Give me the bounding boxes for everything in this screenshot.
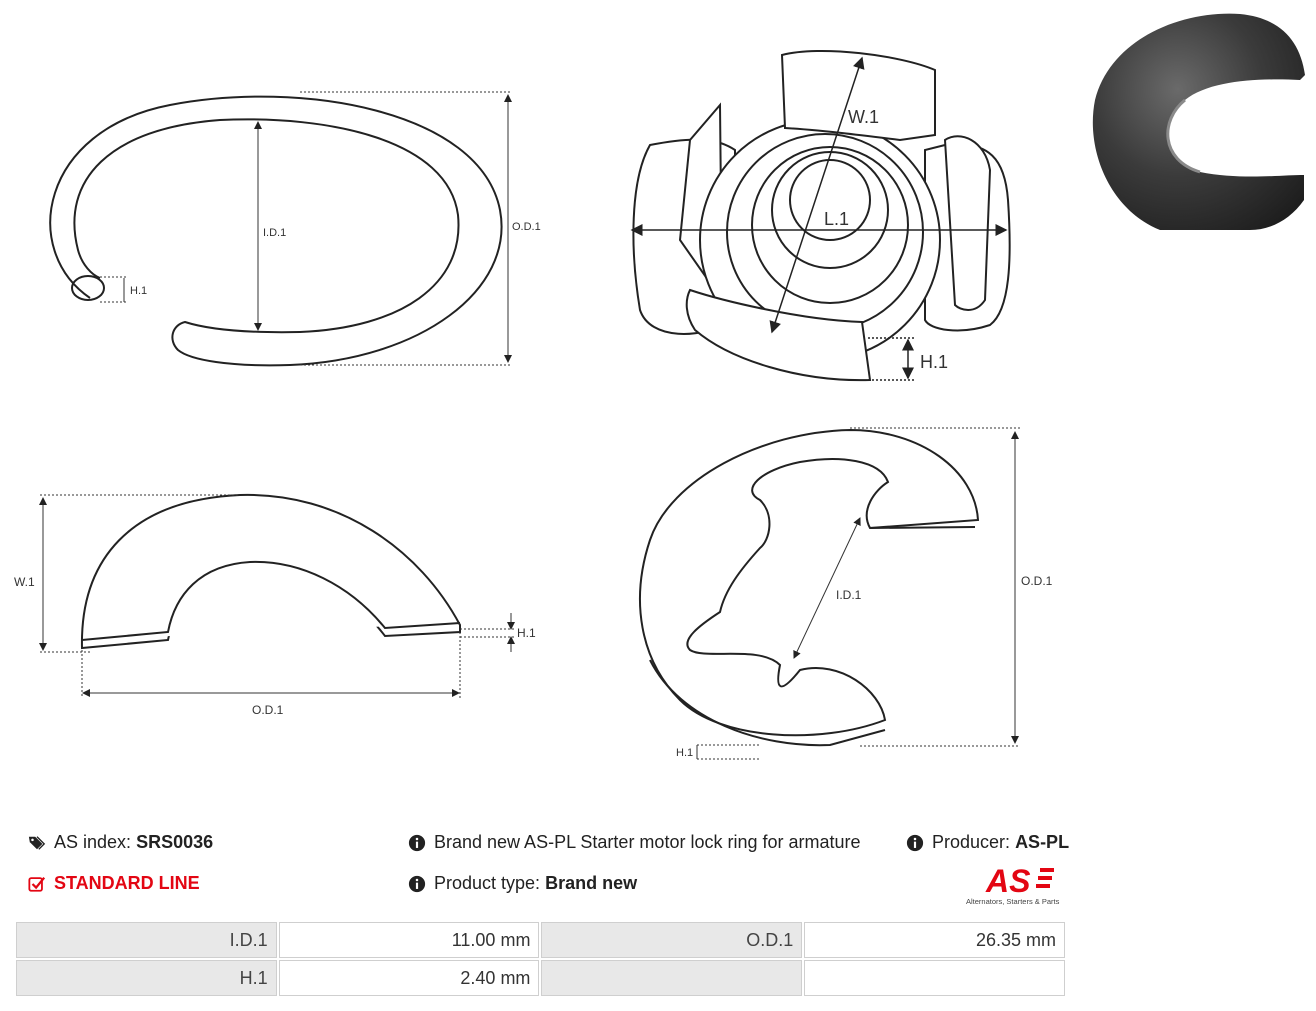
product-type: Product type: Brand new — [408, 873, 637, 894]
standard-line: STANDARD LINE — [28, 873, 200, 894]
ring-od-label: O.D.1 — [512, 221, 541, 233]
info-icon — [408, 834, 426, 851]
product-description: Brand new AS-PL Starter motor lock ring … — [408, 832, 861, 853]
iso-id-label: I.D.1 — [836, 588, 862, 602]
iso-h-label: H.1 — [676, 747, 693, 759]
standard-line-label: STANDARD LINE — [54, 873, 200, 893]
info-icon — [408, 875, 426, 892]
logo-mark: AS — [985, 863, 1031, 899]
ring-h-label: H.1 — [130, 285, 147, 297]
spec-label: H.1 — [16, 960, 277, 996]
table-row: H.1 2.40 mm — [16, 960, 1065, 996]
ring-id-label: I.D.1 — [263, 227, 286, 239]
spec-label — [541, 960, 803, 996]
table-row: I.D.1 11.00 mm O.D.1 26.35 mm — [16, 922, 1065, 958]
as-index-value: SRS0036 — [136, 832, 214, 852]
technical-drawings: I.D.1 O.D.1 H.1 W.1 L.1 H.1 — [14, 13, 1305, 760]
product-type-value: Brand new — [545, 873, 638, 893]
producer-value: AS-PL — [1015, 832, 1070, 852]
checkbox-icon — [28, 876, 46, 892]
top-w-label: W.1 — [848, 107, 879, 127]
side-w-label: W.1 — [14, 575, 35, 589]
as-index: AS index: SRS0036 — [28, 832, 213, 853]
tag-icon — [28, 835, 46, 850]
spec-label: O.D.1 — [541, 922, 803, 958]
as-index-label: AS index: — [54, 832, 132, 852]
top-l-label: L.1 — [824, 209, 849, 229]
spec-value: 2.40 mm — [278, 960, 540, 996]
spec-value: 26.35 mm — [804, 922, 1065, 958]
logo-tagline: Alternators, Starters & Parts — [966, 897, 1060, 906]
side-view-drawing — [80, 493, 461, 650]
product-photo — [1092, 13, 1305, 230]
side-h-label: H.1 — [517, 626, 536, 640]
info-icon — [906, 834, 924, 851]
iso-view-drawing — [639, 428, 980, 747]
product-type-label: Product type: — [434, 873, 541, 893]
top-h-label: H.1 — [920, 352, 948, 372]
description-text: Brand new AS-PL Starter motor lock ring … — [434, 832, 861, 852]
producer: Producer: AS-PL — [906, 832, 1069, 853]
spec-value — [804, 960, 1065, 996]
ring-drawing — [49, 95, 503, 367]
specs-table: I.D.1 11.00 mm O.D.1 26.35 mm H.1 2.40 m… — [14, 920, 1067, 998]
spec-value: 11.00 mm — [278, 922, 540, 958]
producer-label: Producer: — [932, 832, 1011, 852]
iso-od-label: O.D.1 — [1021, 574, 1053, 588]
top-view-drawing — [632, 50, 1011, 382]
spec-label: I.D.1 — [16, 922, 277, 958]
as-pl-logo: AS Alternators, Starters & Parts — [966, 863, 1060, 906]
side-od-label: O.D.1 — [252, 703, 284, 717]
